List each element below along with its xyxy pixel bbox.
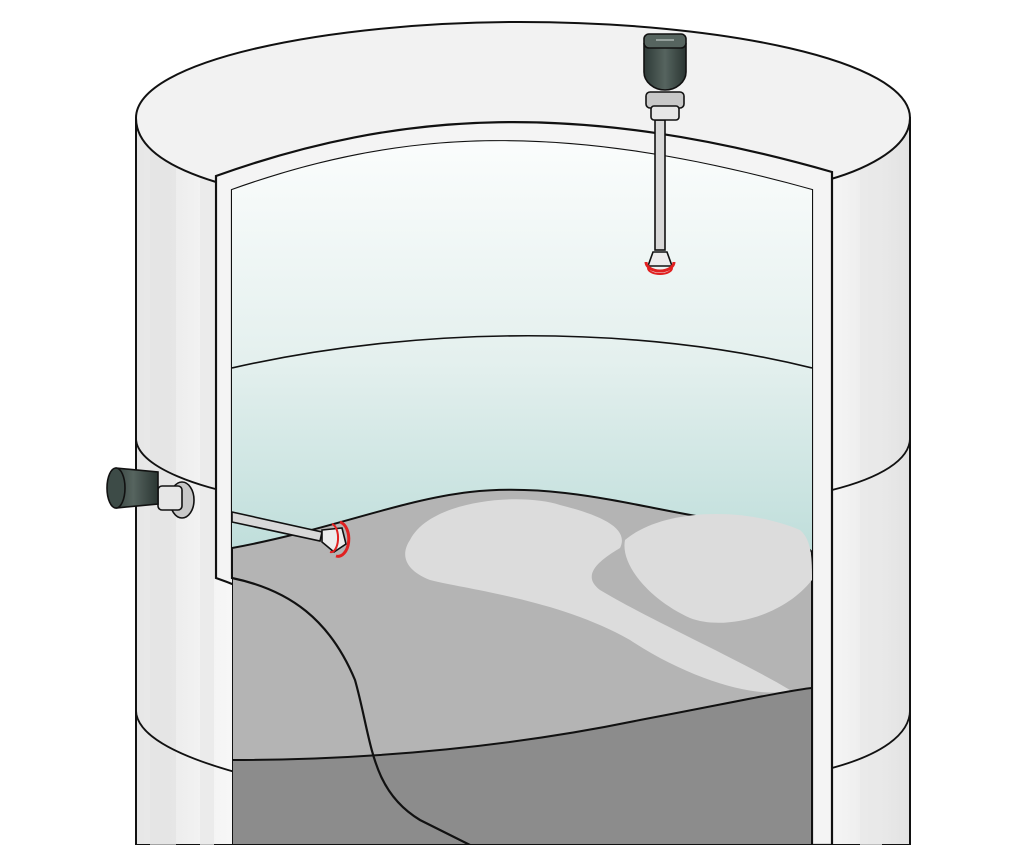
rotary-paddle-sensor-icon [643,43,687,91]
silo-interior [232,141,812,845]
rotation-arrow-icon [644,261,676,273]
top-mounted-level-switch [643,33,687,275]
rotation-arrow-icon [335,520,351,558]
cut-edge [231,576,471,845]
bulk-material [232,488,812,845]
side-mounted-level-switch [106,467,351,558]
